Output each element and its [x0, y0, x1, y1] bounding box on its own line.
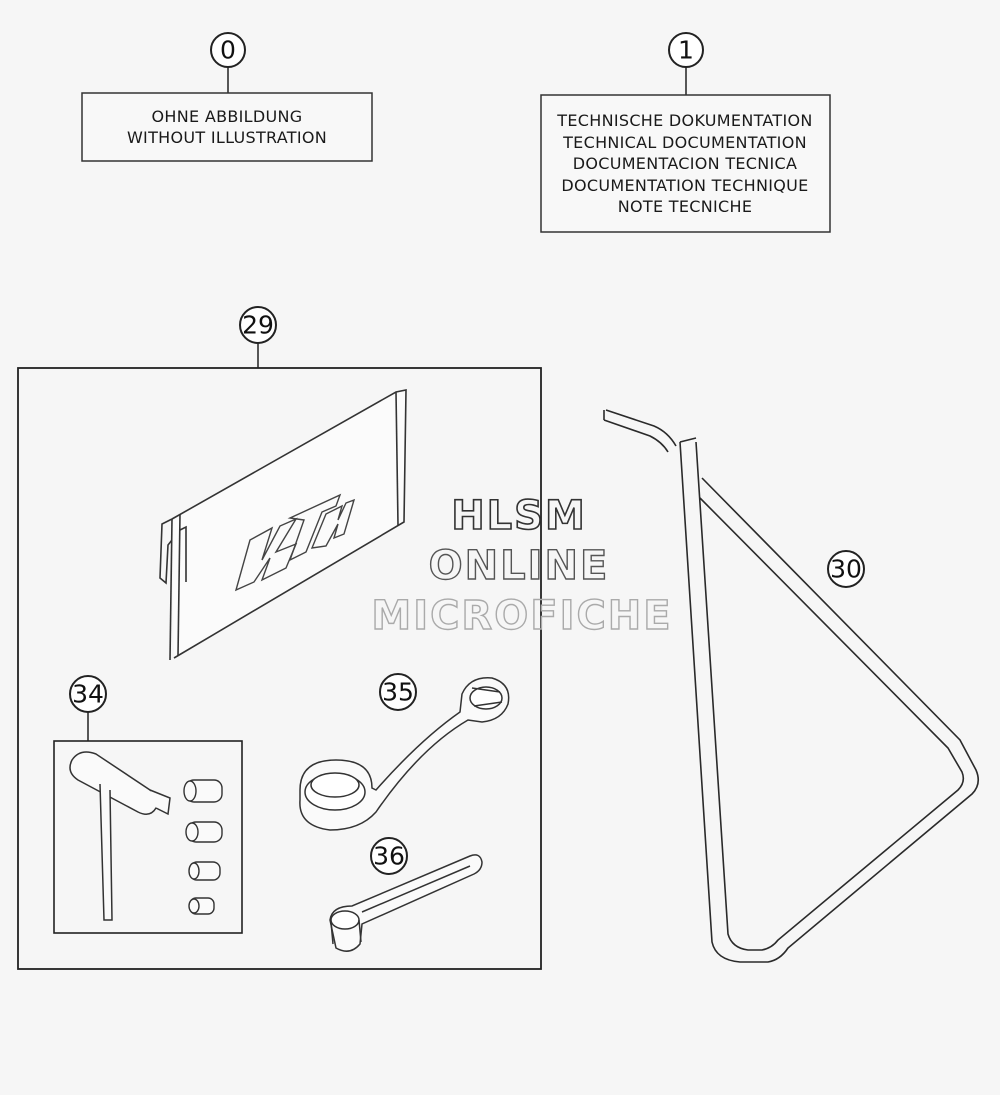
watermark-line-3: MICROFICHE [371, 593, 672, 639]
hex-key-set-frame [53, 740, 243, 934]
label-box-without-illustration: OHNE ABBILDUNG WITHOUT ILLUSTRATION [81, 92, 373, 162]
doc-line-2: TECHNICAL DOCUMENTATION [562, 133, 807, 152]
callout-29[interactable]: 29 [239, 306, 277, 368]
callout-0-number: 0 [220, 36, 236, 65]
pin-wrench[interactable] [299, 677, 510, 831]
callout-1[interactable]: 1 [668, 32, 704, 95]
tool-bag-illustration[interactable] [159, 389, 407, 661]
label-box-technical-documentation: TECHNISCHE DOKUMENTATION TECHNICAL DOCUM… [540, 94, 831, 233]
watermark-line-1: HLSM [451, 493, 587, 539]
spoke-wrench[interactable] [329, 854, 483, 952]
watermark: HLSM ONLINE MICROFICHE [371, 492, 672, 640]
doc-line-5: NOTE TECNICHE [618, 197, 753, 216]
callout-0[interactable]: 0 [210, 32, 246, 93]
side-stand[interactable] [603, 409, 980, 963]
callout-34[interactable]: 34 [69, 675, 107, 741]
callout-35-number: 35 [382, 678, 414, 707]
tool-kit-frame [17, 367, 542, 970]
callout-34-number: 34 [72, 680, 104, 709]
callout-36-number: 36 [373, 842, 405, 871]
ktm-logo [234, 493, 356, 592]
hex-bits[interactable] [183, 779, 223, 915]
callout-1-number: 1 [678, 36, 694, 65]
callout-30[interactable]: 30 [827, 550, 865, 588]
t-handle-hex-key[interactable] [69, 751, 171, 921]
label-line-1: OHNE ABBILDUNG [152, 107, 303, 126]
doc-line-4: DOCUMENTATION TECHNIQUE [561, 176, 808, 195]
label-line-2: WITHOUT ILLUSTRATION [127, 128, 327, 147]
callout-36[interactable]: 36 [370, 837, 408, 875]
callout-29-number: 29 [242, 311, 274, 340]
doc-line-3: DOCUMENTACION TECNICA [573, 154, 798, 173]
callout-30-number: 30 [830, 555, 862, 584]
watermark-line-2: ONLINE [429, 543, 610, 589]
doc-line-1: TECHNISCHE DOKUMENTATION [556, 111, 812, 130]
callout-35[interactable]: 35 [379, 673, 417, 711]
